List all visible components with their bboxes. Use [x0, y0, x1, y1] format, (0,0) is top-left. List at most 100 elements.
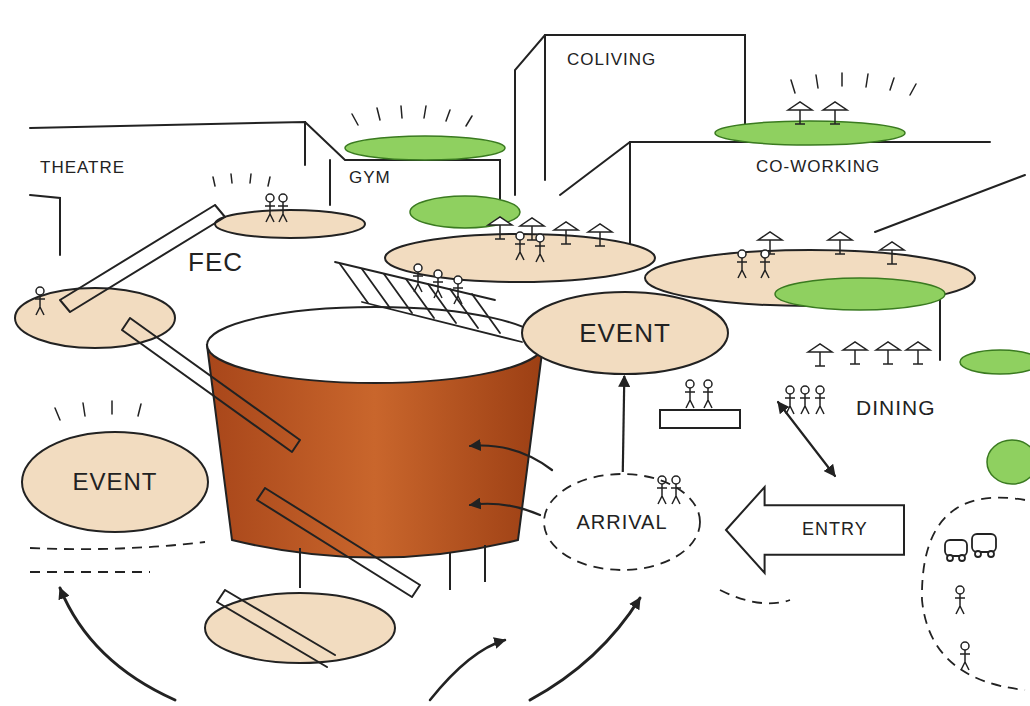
oval-outline: [522, 292, 728, 374]
building-outline: [560, 142, 990, 195]
person-figure: [785, 386, 795, 414]
flow-connector: [623, 376, 625, 472]
flow-arrow: [60, 588, 175, 700]
dashed-boundary: [720, 590, 790, 603]
sparkle-ticks: [352, 106, 472, 126]
oval-outline: [544, 474, 700, 570]
person-figure: [760, 250, 770, 278]
greenery: [715, 121, 905, 145]
greenery: [987, 440, 1030, 484]
node-text: THEATRE: [40, 159, 125, 178]
building-outline: [329, 160, 331, 205]
building-outline: [875, 175, 1025, 232]
node-text: EVENT: [579, 319, 671, 348]
person-figure: [815, 386, 825, 414]
building-label: CO-WORKING: [752, 155, 884, 180]
building-label: COLIVING: [563, 48, 660, 73]
sparkle-ticks: [55, 73, 916, 420]
drum-volume: [207, 307, 543, 383]
grand-stair: [335, 262, 522, 342]
person-figure: [413, 264, 423, 292]
person-figure: [960, 642, 970, 670]
platform: [205, 593, 395, 663]
umbrella-symbol: [554, 222, 578, 244]
dashed-boundary: [922, 498, 1025, 690]
umbrella-symbol: [906, 342, 930, 364]
person-figure: [703, 380, 713, 408]
car-symbol: [947, 555, 953, 561]
person-figure: [955, 586, 965, 614]
car-symbol: [945, 540, 967, 556]
dashed-boundary: [30, 542, 205, 549]
umbrella-symbol: [843, 342, 867, 364]
node-text: CO-WORKING: [756, 158, 880, 177]
node-text: ARRIVAL: [576, 511, 667, 533]
car-symbol: [945, 534, 996, 561]
sparkle-ticks: [55, 401, 141, 420]
node-text: COLIVING: [567, 51, 656, 70]
person-figure: [433, 270, 443, 298]
umbrella-symbol: [588, 224, 612, 246]
umbrella-symbol: [876, 342, 900, 364]
oval-outline: [22, 432, 208, 532]
person-figure: [515, 232, 525, 260]
umbrella-symbol: [808, 344, 832, 366]
escalator: [122, 318, 300, 452]
node-text: EVENT: [72, 469, 157, 495]
person-figure: [453, 276, 463, 304]
grand-stair: [335, 262, 495, 300]
area-label: DINING: [856, 396, 936, 419]
building-label: GYM: [345, 166, 395, 191]
building-label: THEATRE: [36, 156, 129, 181]
entry-arrow: ENTRY: [725, 486, 905, 574]
building-outline: [30, 35, 1025, 360]
flow-arrow: [470, 446, 552, 471]
person-figure: [278, 194, 288, 222]
dashed-boundary: [30, 571, 150, 573]
building-outline: [30, 195, 60, 255]
person-figure: [35, 287, 45, 315]
area-label: FEC: [188, 248, 243, 277]
arrival-zone: ARRIVAL: [542, 472, 702, 572]
table-box: [660, 410, 740, 428]
escalator: [257, 488, 420, 597]
drum-volume: [207, 307, 543, 590]
person-figure: [35, 194, 970, 670]
greenery: [960, 350, 1030, 374]
person-figure: [737, 250, 747, 278]
node-text: ENTRY: [802, 520, 868, 540]
person-figure: [535, 234, 545, 262]
car-symbol: [972, 534, 996, 552]
person-figure: [800, 386, 810, 414]
car-symbol: [959, 555, 965, 561]
flow-arrow: [778, 402, 835, 476]
person-figure: [265, 194, 275, 222]
car-symbol: [988, 551, 994, 557]
greenery: [345, 136, 505, 160]
sparkle-ticks: [213, 174, 270, 186]
platform: [215, 210, 365, 238]
platform: [15, 210, 975, 663]
flow-arrow: [430, 640, 505, 700]
arrow-outline: [726, 487, 904, 573]
umbrella-symbol: [880, 242, 904, 264]
umbrella-symbol: [823, 102, 847, 124]
umbrella-symbol: [488, 217, 512, 239]
umbrella-symbol: [788, 102, 812, 124]
flow-arrow: [530, 598, 640, 700]
node-text: GYM: [349, 169, 391, 188]
event-oval: EVENT: [20, 430, 210, 534]
greenery: [775, 278, 945, 310]
building-outline: [544, 35, 546, 180]
umbrella-symbol: [828, 232, 852, 254]
table-box: [660, 410, 740, 428]
event-oval: EVENT: [520, 290, 730, 376]
escalator: [217, 590, 335, 667]
flow-arrow: [470, 504, 540, 515]
person-figure: [685, 380, 695, 408]
grand-stair: [340, 264, 500, 333]
sparkle-ticks: [791, 73, 916, 95]
